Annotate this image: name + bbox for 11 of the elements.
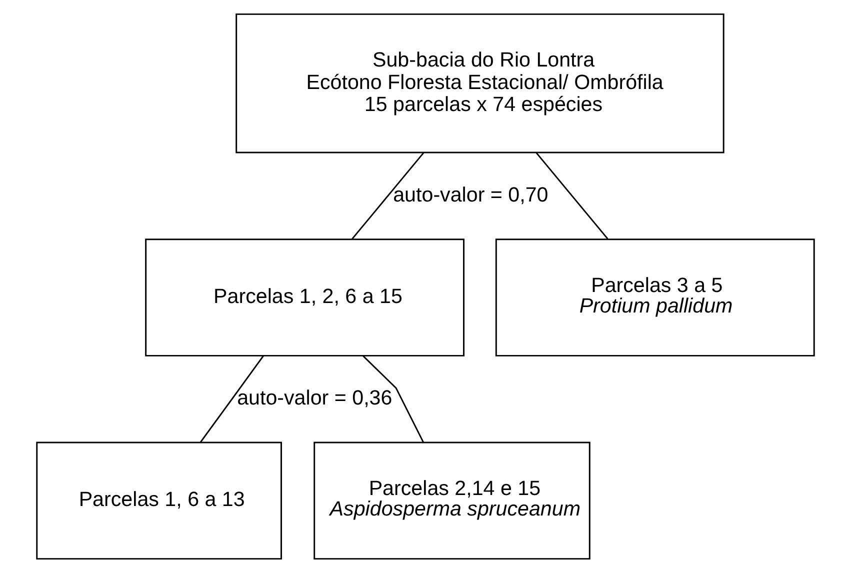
edge-label: auto-valor = 0,36	[237, 386, 392, 410]
node-box: Sub-bacia do Rio Lontra Ecótono Floresta Estacional/ Ombrófila 15 parcelas x 74 espécies	[236, 13, 724, 154]
connector	[362, 355, 424, 443]
node-box: Parcelas 2,14 e 15 Aspidosperma spruceanum	[314, 442, 590, 560]
edge-label: auto-valor = 0,70	[393, 183, 548, 206]
connector	[200, 355, 264, 443]
connector	[352, 152, 424, 240]
node-box: Parcelas 1, 6 a 13	[36, 442, 282, 560]
node-box: Parcelas 3 a 5 Protium pallidum	[495, 238, 815, 356]
node-box: Parcelas 1, 2, 6 a 15	[145, 238, 464, 356]
connector	[536, 152, 608, 240]
